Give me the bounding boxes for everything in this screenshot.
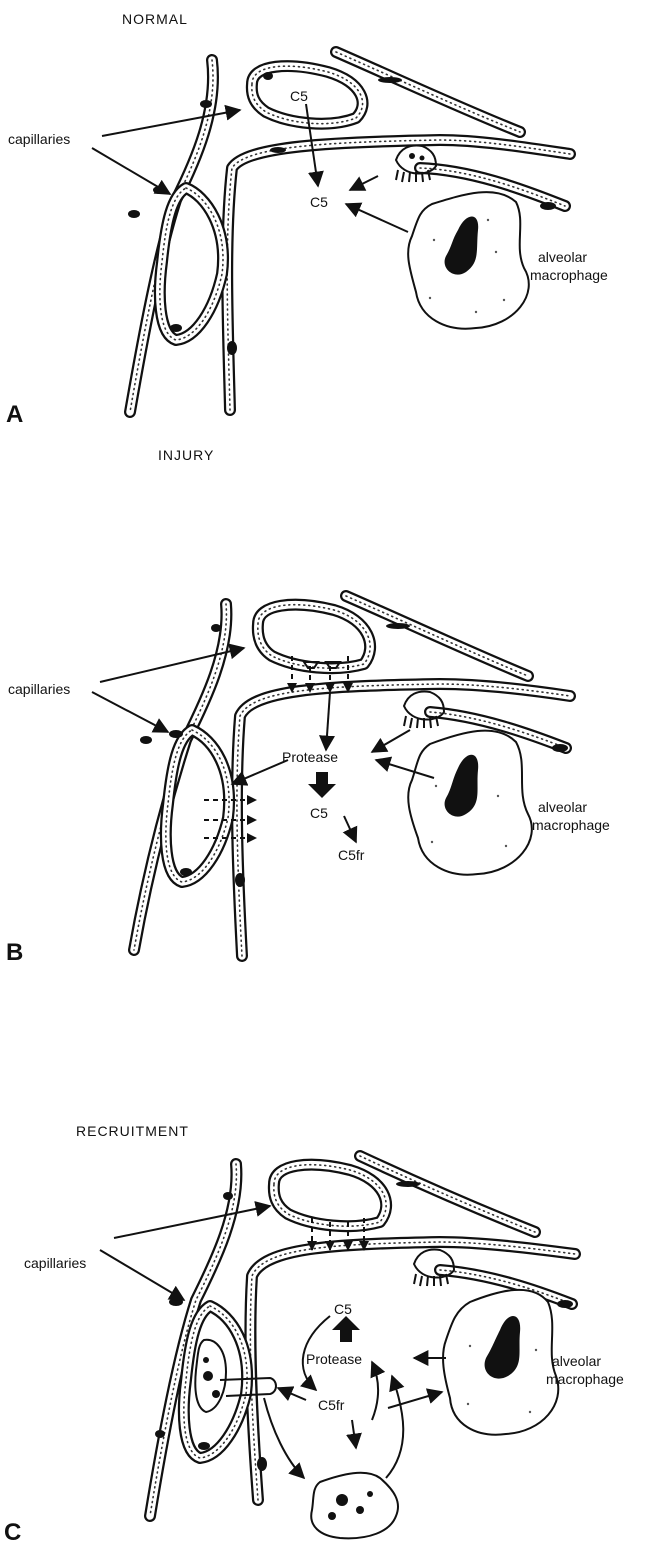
panel-a-heading: NORMAL	[122, 11, 188, 27]
panel-c-macrophage-label-1: alveolar	[552, 1353, 601, 1369]
panel-b-macrophage-label-1: alveolar	[538, 799, 587, 815]
panel-a-macrophage-label-1: alveolar	[538, 249, 587, 265]
panel-b: INJURY	[6, 447, 610, 966]
panel-c-c5fr: C5fr	[318, 1397, 345, 1413]
panel-a: NORMAL	[6, 11, 608, 428]
panel-b-macrophage-label-2: macrophage	[532, 817, 610, 833]
panel-c-letter: C	[4, 1519, 21, 1546]
panel-c-macrophage-label-2: macrophage	[546, 1371, 624, 1387]
panel-b-capillaries-label: capillaries	[8, 681, 70, 697]
panel-b-heading: INJURY	[158, 447, 214, 463]
panel-b-c5fr: C5fr	[338, 847, 365, 863]
panel-b-letter: B	[6, 939, 23, 966]
panel-c-capillaries-label: capillaries	[24, 1255, 86, 1271]
panel-a-macrophage-label-2: macrophage	[530, 267, 608, 283]
panel-a-c5-top: C5	[290, 88, 308, 104]
panel-a-c5-center: C5	[310, 194, 328, 210]
panel-c-heading: RECRUITMENT	[76, 1123, 189, 1139]
panel-c-c5: C5	[334, 1301, 352, 1317]
panel-a-capillaries-label: capillaries	[8, 131, 70, 147]
panel-c-protease: Protease	[306, 1351, 362, 1367]
panel-b-c5: C5	[310, 805, 328, 821]
panel-c: RECRUITMENT	[4, 1123, 624, 1546]
panel-b-protease: Protease	[282, 749, 338, 765]
panel-a-letter: A	[6, 401, 23, 428]
